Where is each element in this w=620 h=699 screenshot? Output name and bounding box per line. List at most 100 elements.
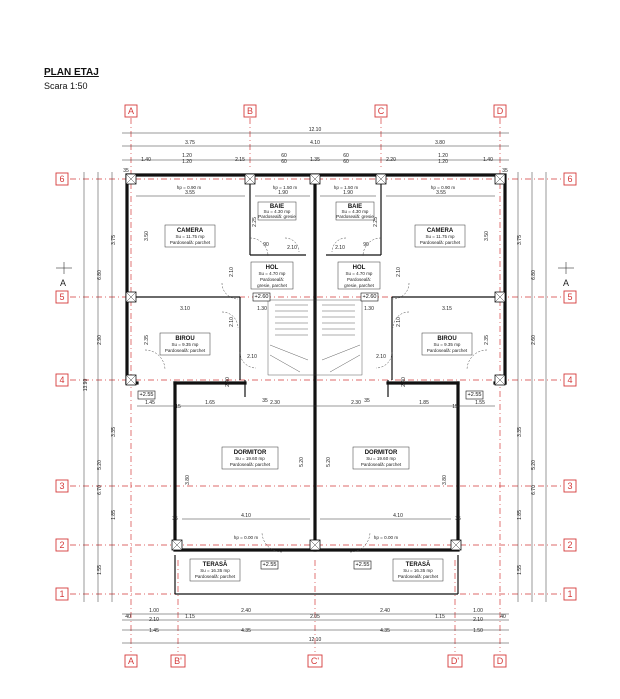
plan-title: PLAN ETAJ [44, 67, 99, 78]
dim-text: 1.00 [149, 608, 159, 614]
axis-label: 4 [567, 375, 572, 385]
room-label-baie-left: BAIE Su = 4.30 mp Pardoseală: gresie [257, 201, 296, 221]
door-arc [239, 351, 257, 369]
dim-text: 1.65 [205, 400, 215, 406]
axis-label: 6 [59, 174, 64, 184]
wall-thickness-ticks: 35 35 35 35 15 15 35 35 [123, 168, 508, 522]
door-arc [221, 282, 239, 300]
dim-text: 3.10 [180, 306, 190, 312]
dim-text: 2.35 [144, 335, 150, 345]
svg-text:DORMITOR: DORMITOR [234, 450, 267, 456]
dim-text: 2.10 [396, 267, 402, 277]
window-label: hp = 0.90 m [431, 185, 456, 190]
column [494, 374, 506, 386]
dim-text: 2.40 [225, 377, 231, 387]
dim-text: 40 [125, 614, 131, 620]
right-dimension-chains: 3.75 6.80 2.60 3.35 5.20 1.85 6.70 1.55 [517, 172, 547, 602]
door-arc [284, 237, 300, 253]
dim-text: 2.10 [396, 317, 402, 327]
svg-text:Su = 9.35 mp: Su = 9.35 mp [172, 342, 199, 347]
level-tag: +2.55 [140, 392, 154, 398]
room-label-dormitor-right: DORMITOR Su = 19.60 mp Pardoseală: parch… [352, 446, 410, 470]
dim-text: 4.35 [380, 628, 390, 634]
dim-text: 2.90 [97, 335, 103, 345]
svg-text:gresie, parchet: gresie, parchet [257, 283, 288, 288]
dim-text: 3.15 [442, 306, 452, 312]
level-tag: +2.55 [356, 562, 370, 568]
svg-text:Su = 16.35 mp: Su = 16.35 mp [403, 568, 433, 573]
dim-text: 3.55 [185, 190, 195, 196]
svg-text:BIROU: BIROU [175, 336, 194, 342]
svg-text:BAIE: BAIE [270, 204, 284, 210]
axis-label: 4 [59, 375, 64, 385]
svg-text:Pardoseală: parchet: Pardoseală: parchet [230, 462, 271, 467]
dim-text: 1.20 [438, 153, 448, 159]
room-label-terasa-left: TERASĂ Su = 16.35 mp Pardoseală: parchet [189, 558, 241, 582]
column [171, 539, 183, 551]
dim-text: 1.50 [473, 628, 483, 634]
door-arc [261, 531, 283, 553]
dim-text: 2.10 [229, 317, 235, 327]
dim-text: 1.55 [475, 400, 485, 406]
dim-text: 3.50 [144, 231, 150, 241]
dim-text: 6.70 [531, 485, 537, 495]
svg-text:Su = 19.60 mp: Su = 19.60 mp [366, 456, 396, 461]
door-arc [362, 237, 382, 257]
dim-text: 1.45 [149, 628, 159, 634]
svg-text:Su = 4.70 mp: Su = 4.70 mp [346, 271, 373, 276]
axis-label: 5 [567, 292, 572, 302]
svg-text:Pardoseală: parchet: Pardoseală: parchet [195, 574, 236, 579]
svg-text:TERASĂ: TERASĂ [406, 561, 431, 568]
dim-text: 1.85 [419, 400, 429, 406]
room-label-birou-right: BIROU Su = 9.35 mp Pardoseală: parchet [421, 332, 473, 356]
svg-text:Su = 4.70 mp: Su = 4.70 mp [259, 271, 286, 276]
room-label-hol-left: HOL Su = 4.70 mp Pardoseală: gresie, par… [250, 261, 294, 290]
axis-label: A [128, 656, 134, 666]
room-label-camera-right: CAMERA Su = 11.75 mp Pardoseală: parchet [414, 224, 466, 248]
svg-text:CAMERA: CAMERA [427, 228, 454, 234]
dim-text: 35 [262, 398, 268, 404]
dim-text: 3.75 [185, 140, 195, 146]
dim-text: 5.20 [97, 460, 103, 470]
dim-text: 1.15 [435, 614, 445, 620]
dim-text: 60 [343, 153, 349, 159]
room-label-baie-right: BAIE Su = 4.30 mp Pardoseală: gresie [335, 201, 374, 221]
staircase [267, 299, 363, 376]
door-arc [349, 531, 371, 553]
dim-text: 1.90 [343, 190, 353, 196]
level-tag: +2.60 [255, 294, 269, 300]
dim-text: 3.80 [185, 475, 191, 485]
top-dimension-chains: 12.10 3.75 4.10 3.80 1.40 1.20 1.20 2.15… [122, 127, 509, 165]
svg-text:DORMITOR: DORMITOR [365, 450, 398, 456]
left-dimension-chains: 3.75 6.80 2.90 13.90 3.35 5.20 1.85 6.70… [83, 172, 117, 602]
axis-label: 1 [59, 589, 64, 599]
dim-text: 2.10 [473, 617, 483, 623]
svg-text:BIROU: BIROU [437, 336, 456, 342]
dim-text: 3.35 [111, 427, 117, 437]
dim-text: 4.10 [393, 513, 403, 519]
axis-label: 2 [59, 540, 64, 550]
svg-text:Pardoseală:: Pardoseală: [347, 277, 371, 282]
axis-label: C [378, 106, 385, 116]
dim-text: 6.70 [97, 485, 103, 495]
axis-label: 3 [567, 481, 572, 491]
section-label-left: A [60, 278, 66, 288]
dim-text: 2.30 [270, 400, 280, 406]
svg-text:Pardoseală: gresie: Pardoseală: gresie [258, 214, 296, 219]
dim-text: 15 [452, 404, 458, 410]
dim-text: 2.35 [484, 335, 490, 345]
dim-text: 2.25 [373, 217, 379, 227]
svg-text:Pardoseală: parchet: Pardoseală: parchet [398, 574, 439, 579]
dim-text: 1.00 [473, 608, 483, 614]
svg-text:Pardoseală: parchet: Pardoseală: parchet [170, 240, 211, 245]
svg-text:Pardoseală: gresie: Pardoseală: gresie [336, 214, 374, 219]
dim-text: 60 [281, 159, 287, 165]
column [309, 173, 321, 185]
dim-text: 35 [502, 168, 508, 174]
level-tag: +2.60 [363, 294, 377, 300]
room-label-camera-left: CAMERA Su = 11.75 mp Pardoseală: parchet [164, 224, 216, 248]
dim-text: 1.55 [517, 565, 523, 575]
svg-text:Su = 11.75 mp: Su = 11.75 mp [425, 234, 455, 239]
axis-label: C' [311, 656, 319, 666]
